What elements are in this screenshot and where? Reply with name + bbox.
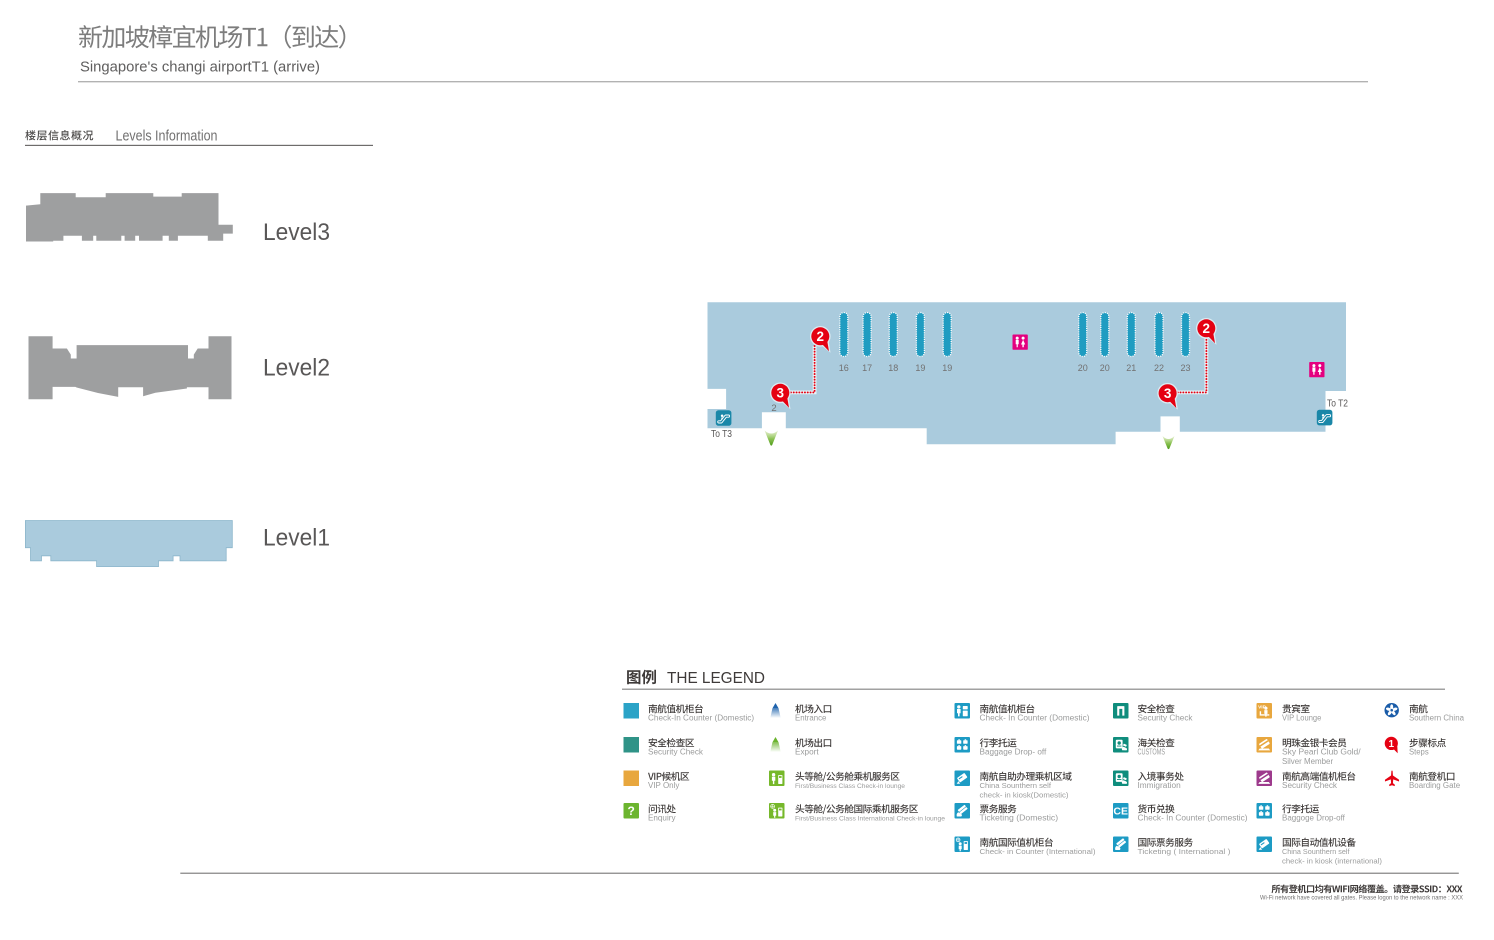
svg-text:Steps: Steps bbox=[1409, 747, 1429, 756]
svg-text:17: 17 bbox=[862, 363, 872, 373]
svg-text:Level1: Level1 bbox=[263, 525, 330, 552]
svg-text:Entrance: Entrance bbox=[795, 713, 826, 722]
svg-text:Check- In Counter (Domestic): Check- In Counter (Domestic) bbox=[1138, 813, 1248, 822]
svg-text:Ticketing (Domestic): Ticketing (Domestic) bbox=[980, 813, 1059, 822]
svg-text:Sky Pearl Club Gold/: Sky Pearl Club Gold/ bbox=[1282, 747, 1361, 756]
svg-text:19: 19 bbox=[915, 363, 925, 373]
svg-text:20: 20 bbox=[1078, 363, 1088, 373]
svg-text:THE LEGEND: THE LEGEND bbox=[667, 670, 765, 687]
svg-text:Check- in Counter (Internation: Check- in Counter (International) bbox=[980, 847, 1096, 856]
svg-text:Ticketing ( International ): Ticketing ( International ) bbox=[1138, 847, 1231, 856]
svg-text:Baggoge Drop-off: Baggoge Drop-off bbox=[1282, 813, 1346, 822]
svg-text:22: 22 bbox=[1154, 363, 1164, 373]
svg-text:Security Check: Security Check bbox=[648, 747, 703, 756]
svg-text:3: 3 bbox=[1164, 386, 1172, 401]
svg-text:China Sounthern self: China Sounthern self bbox=[980, 781, 1053, 790]
svg-text:Singapore's changi airportT1 (: Singapore's changi airportT1 (arrive) bbox=[80, 59, 320, 75]
svg-text:2: 2 bbox=[817, 329, 825, 344]
svg-text:Southern China: Southern China bbox=[1409, 713, 1465, 722]
svg-text:Security Check: Security Check bbox=[1282, 781, 1337, 790]
svg-text:Boarding Gate: Boarding Gate bbox=[1409, 781, 1460, 790]
svg-text:Check- In Counter (Domestic): Check- In Counter (Domestic) bbox=[980, 713, 1090, 722]
svg-text:China Sounthern self: China Sounthern self bbox=[1282, 847, 1350, 856]
svg-text:First/Business Class Check-in: First/Business Class Check-in lounge bbox=[795, 783, 905, 790]
svg-text:CE: CE bbox=[1113, 806, 1128, 818]
svg-text:16: 16 bbox=[839, 363, 849, 373]
svg-text:Immigration: Immigration bbox=[1138, 781, 1181, 790]
svg-text:To T3: To T3 bbox=[711, 429, 732, 440]
svg-text:Wi-Fi network have covered all: Wi-Fi network have covered all gates. Pl… bbox=[1260, 895, 1464, 902]
svg-text:19: 19 bbox=[942, 363, 952, 373]
svg-text:18: 18 bbox=[888, 363, 898, 373]
svg-text:21: 21 bbox=[1126, 363, 1136, 373]
svg-text:?: ? bbox=[628, 804, 635, 818]
svg-text:Enquiry: Enquiry bbox=[648, 813, 676, 822]
svg-text:Baggage Drop- off: Baggage Drop- off bbox=[980, 747, 1048, 756]
svg-text:CUSTOMS: CUSTOMS bbox=[1138, 747, 1166, 756]
svg-text:Security Check: Security Check bbox=[1138, 713, 1193, 722]
svg-text:2: 2 bbox=[771, 403, 776, 414]
svg-text:23: 23 bbox=[1180, 363, 1190, 373]
svg-text:First/Business Class Internati: First/Business Class International Check… bbox=[795, 815, 946, 822]
svg-text:Export: Export bbox=[795, 747, 819, 756]
svg-text:VIP Only: VIP Only bbox=[648, 781, 680, 790]
svg-text:VIP: VIP bbox=[1258, 704, 1267, 710]
svg-text:VIP Lounge: VIP Lounge bbox=[1282, 713, 1321, 722]
svg-text:Check-In Counter (Domestic): Check-In Counter (Domestic) bbox=[648, 713, 755, 722]
svg-text:1: 1 bbox=[1389, 739, 1395, 750]
svg-text:Silver Member: Silver Member bbox=[1282, 757, 1334, 766]
svg-text:check- in kiosk (international: check- in kiosk (international) bbox=[1282, 856, 1382, 865]
svg-text:check- in kiosk(Domestic): check- in kiosk(Domestic) bbox=[980, 790, 1069, 799]
svg-text:20: 20 bbox=[1100, 363, 1110, 373]
svg-text:Levels Information: Levels Information bbox=[116, 128, 218, 144]
svg-text:Level2: Level2 bbox=[263, 355, 330, 382]
svg-text:2: 2 bbox=[1203, 321, 1211, 336]
svg-text:3: 3 bbox=[777, 386, 785, 401]
svg-text:Level3: Level3 bbox=[263, 219, 330, 246]
svg-text:To T2: To T2 bbox=[1327, 398, 1348, 409]
